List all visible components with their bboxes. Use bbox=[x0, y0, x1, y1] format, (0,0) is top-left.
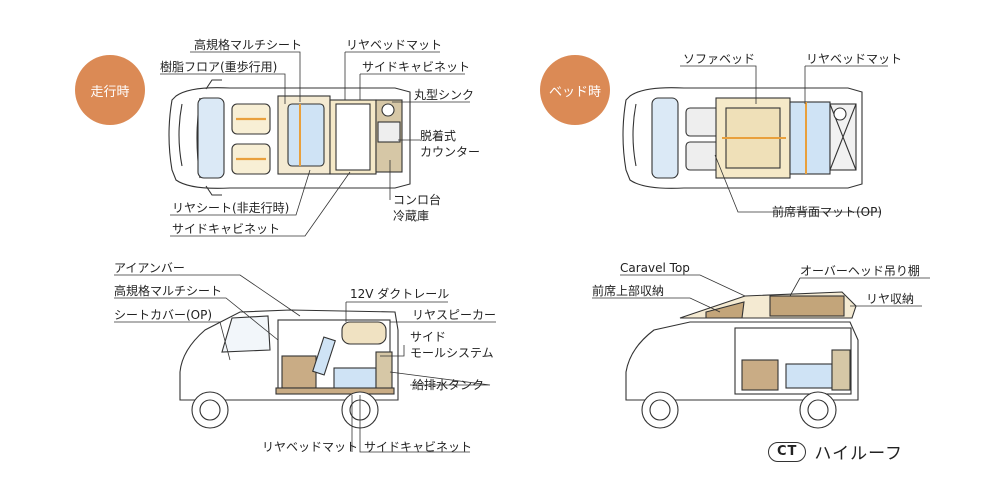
label-round-sink: 丸型シンク bbox=[414, 88, 475, 102]
label-stove-line2: 冷蔵庫 bbox=[393, 209, 430, 223]
badge-driving: 走行時 bbox=[75, 55, 145, 125]
label-front-upper-storage: 前席上部収納 bbox=[592, 284, 665, 298]
label-multi-sheet-side: 高規格マルチシート bbox=[114, 284, 223, 298]
label-side-line2: モールシステム bbox=[410, 346, 494, 360]
label-rear-storage: リヤ収納 bbox=[866, 292, 915, 306]
van-plan-driving bbox=[168, 79, 411, 196]
label-water-tank: 給排水タンク bbox=[412, 378, 485, 392]
leaders-bottom-right bbox=[592, 274, 930, 313]
label-sofa-bed: ソファベッド bbox=[683, 52, 756, 66]
van-plan-bed bbox=[622, 87, 863, 189]
label-rear-bed-mat-top-right: リヤベッドマット bbox=[806, 52, 903, 66]
label-iron-bar: アイアンバー bbox=[114, 261, 185, 275]
label-multi-sheet-top: 高規格マルチシート bbox=[194, 38, 303, 52]
van-side-driving bbox=[179, 309, 399, 429]
brand-logo: CT ハイルーフ bbox=[768, 439, 903, 464]
leaders-top-left bbox=[160, 51, 470, 237]
label-counter-line1: 脱着式 bbox=[420, 129, 457, 143]
label-side-cabinet-top: サイドキャビネット bbox=[172, 222, 281, 236]
brand-ct-badge: CT bbox=[768, 441, 807, 462]
label-rear-bed-mat-side: リヤベッドマット bbox=[262, 440, 359, 454]
label-rear-speaker: リヤスピーカー bbox=[412, 308, 497, 322]
brand-name: ハイルーフ bbox=[814, 444, 904, 464]
label-side-cabinet-net-top: サイドキャビネット bbox=[362, 60, 471, 74]
label-front-back-mat: 前席背面マット(OP) bbox=[772, 205, 883, 219]
leaders-top-right bbox=[680, 65, 888, 213]
label-side-line1: サイド bbox=[410, 330, 447, 344]
label-rear-bed-mat-top-left: リヤベッドマット bbox=[346, 38, 443, 52]
label-counter-line2: カウンター bbox=[420, 145, 481, 159]
label-side-cabinet-side: サイドキャビネット bbox=[364, 440, 473, 454]
leaders-bottom-left bbox=[114, 274, 496, 453]
label-stove-line1: コンロ台 bbox=[393, 193, 442, 207]
label-duct-rail: 12V ダクトレール bbox=[350, 287, 450, 301]
label-overhead-shelf: オーバーヘッド吊り棚 bbox=[800, 264, 920, 278]
label-seat-cover: シートカバー(OP) bbox=[114, 308, 213, 322]
van-side-highroof bbox=[625, 291, 859, 429]
label-rear-seat: リヤシート(非走行時) bbox=[172, 201, 290, 215]
badge-bed: ベッド時 bbox=[540, 55, 610, 125]
label-caravel-top: Caravel Top bbox=[620, 261, 690, 275]
label-resin-floor: 樹脂フロア(重歩行用) bbox=[160, 60, 278, 74]
